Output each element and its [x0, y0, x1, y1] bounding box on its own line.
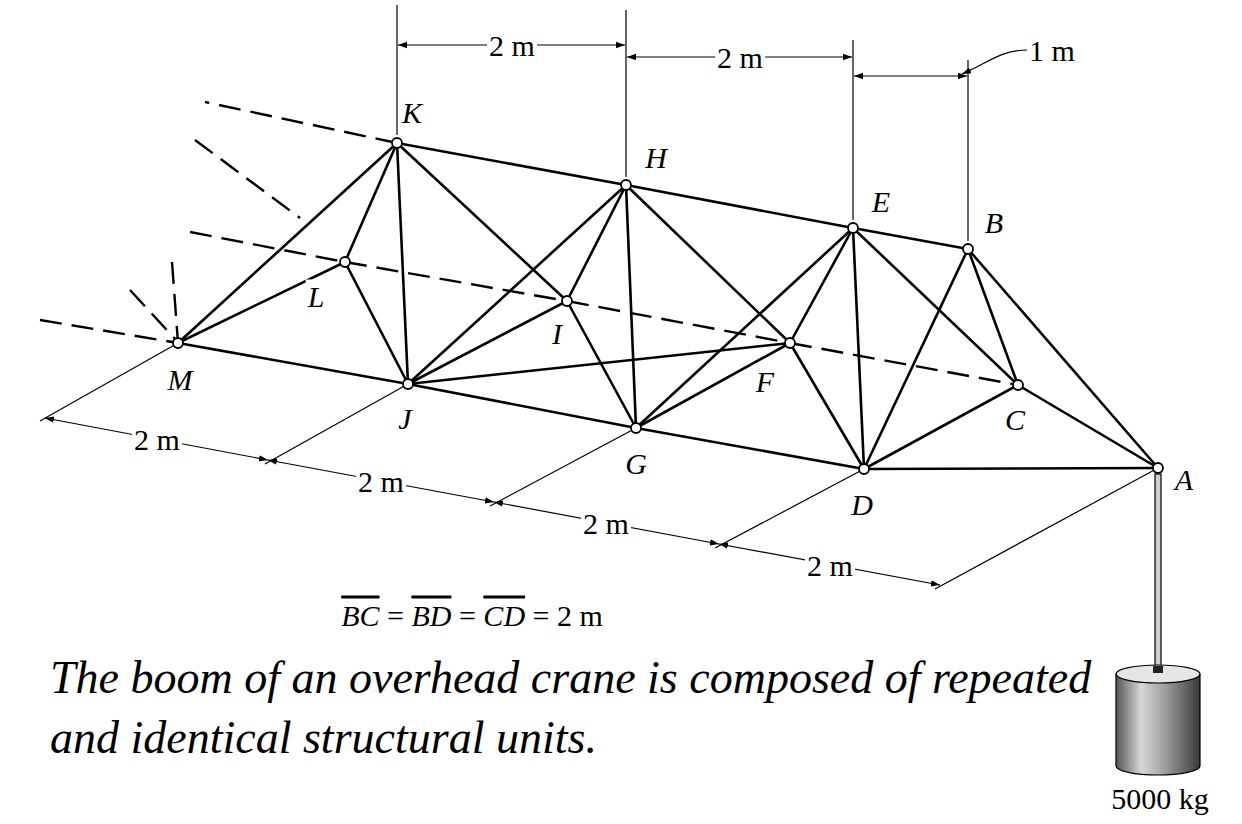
hanging-weight	[1116, 474, 1200, 775]
truss-member	[626, 185, 790, 343]
truss-member	[567, 185, 626, 301]
joint-pin	[859, 464, 869, 474]
extension-line	[265, 384, 408, 464]
truss-member	[397, 143, 408, 384]
joint-letter: D	[849, 488, 875, 521]
truss-member	[864, 385, 1018, 469]
truss-member	[626, 185, 853, 228]
dimension-text: 1 m	[1027, 34, 1077, 67]
dimension-line	[45, 418, 268, 460]
hidden-member	[790, 343, 1018, 385]
leader-line	[962, 50, 1028, 74]
joint-pin	[173, 338, 183, 348]
continuation-member	[172, 262, 178, 343]
extension-line	[852, 40, 853, 220]
extension-line	[40, 343, 178, 421]
continuation-member	[190, 232, 345, 262]
dimension-text: 2 m	[487, 29, 537, 62]
joint-letter: F	[754, 365, 776, 398]
joint-pin	[340, 257, 350, 267]
dimension-text: 2 m	[581, 507, 631, 540]
truss-member	[178, 343, 408, 384]
dimensions	[40, 5, 1158, 589]
hidden-member	[567, 301, 790, 343]
truss-member	[408, 185, 626, 384]
dimension-text: 2 m	[132, 423, 182, 456]
extension-line	[967, 60, 968, 241]
truss-member	[1018, 385, 1158, 468]
joint-pin	[1153, 463, 1163, 473]
joint-letter: M	[166, 363, 195, 396]
extension-line	[715, 469, 864, 548]
truss-member	[864, 249, 968, 469]
joint-pin	[1013, 380, 1023, 390]
dimension-line	[719, 544, 940, 585]
truss-member	[345, 262, 408, 384]
joint-letter: G	[623, 447, 649, 480]
dimension-text: 2 m	[715, 41, 765, 74]
truss-member	[626, 185, 636, 428]
truss-member	[345, 143, 397, 262]
joint-pin	[785, 338, 795, 348]
extension-line	[490, 428, 636, 506]
joint-pin	[963, 244, 973, 254]
joint-letter: J	[396, 402, 413, 435]
joints	[173, 138, 1163, 474]
continuation-member	[195, 140, 300, 218]
truss-member	[853, 228, 864, 469]
joint-letter: E	[870, 185, 892, 218]
handwritten-caption: The boom of an overhead crane is compose…	[50, 648, 1100, 768]
continuation-member	[40, 320, 178, 343]
note-text: BC = BD = CD = 2 m	[339, 599, 605, 632]
joint-pin	[392, 138, 402, 148]
truss-member	[636, 343, 790, 428]
truss-members	[40, 102, 1158, 469]
joint-letter: B	[983, 206, 1005, 239]
truss-member	[178, 143, 397, 343]
truss-member	[636, 228, 853, 428]
truss-member	[408, 301, 567, 384]
weight-body	[1116, 674, 1200, 775]
dimension-line	[268, 460, 494, 502]
truss-member	[790, 228, 853, 343]
truss-member	[790, 343, 864, 469]
dimension-line	[494, 502, 719, 544]
truss-member	[968, 249, 1158, 468]
hanger-rod	[1155, 474, 1161, 670]
extension-line	[396, 5, 397, 135]
joint-letter: K	[400, 96, 424, 129]
hook-eye	[1153, 666, 1163, 673]
note-text: 5000 kg	[1109, 782, 1211, 815]
joint-pin	[848, 223, 858, 233]
dimension-text: 2 m	[805, 549, 855, 582]
hidden-member	[345, 262, 567, 301]
truss-member	[864, 468, 1158, 469]
extension-line	[625, 10, 626, 177]
joint-letter: L	[306, 280, 327, 313]
extension-line	[935, 468, 1158, 589]
dimension-text: 2 m	[356, 465, 406, 498]
joint-pin	[403, 379, 413, 389]
truss-member	[408, 384, 636, 428]
joint-letter: C	[1003, 403, 1027, 436]
continuation-member	[205, 102, 397, 143]
joint-pin	[562, 296, 572, 306]
truss-member	[853, 228, 1018, 385]
continuation-member	[130, 290, 176, 340]
joint-letter: A	[1173, 463, 1195, 496]
truss-member	[636, 428, 864, 469]
truss-member	[397, 143, 567, 301]
joint-letter: H	[643, 141, 669, 174]
joint-pin	[621, 180, 631, 190]
weight-top	[1116, 665, 1200, 683]
truss-member	[968, 249, 1018, 385]
truss-member	[408, 343, 790, 384]
joint-letter: I	[550, 317, 564, 350]
dimension-line	[854, 75, 967, 76]
truss-member	[397, 143, 626, 185]
joint-pin	[631, 423, 641, 433]
truss-member	[178, 262, 345, 343]
